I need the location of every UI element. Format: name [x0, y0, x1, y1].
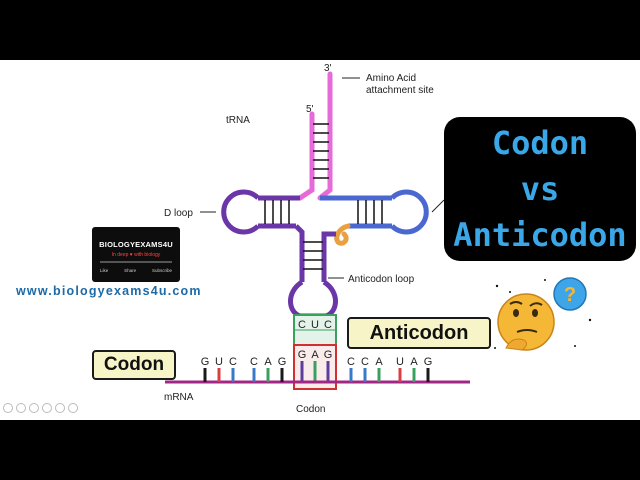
next-slide-icon[interactable]	[16, 403, 26, 413]
t-arm-rungs	[357, 200, 383, 224]
mrna-base: G	[201, 356, 210, 368]
d-arm-rungs	[264, 200, 290, 224]
acceptor-stem-rungs	[313, 123, 329, 179]
logo-links: Like Share Subscribe	[92, 268, 180, 273]
amino-acid-label-line2: attachment site	[366, 85, 434, 96]
thinking-emoji: ?	[494, 277, 592, 351]
anticodon-loop-label: Anticodon loop	[348, 274, 415, 285]
mrna-ticks-right	[349, 368, 430, 382]
d-loop	[221, 189, 260, 235]
anticodon-base: C	[298, 319, 306, 331]
mrna-base: G	[424, 356, 433, 368]
anticodon-label-box: Anticodon	[347, 317, 491, 349]
anticodon-base: U	[311, 319, 319, 331]
codon-pair-ticks	[300, 361, 330, 382]
d-loop-label: D loop	[164, 208, 193, 219]
trna-3prime-strand	[317, 71, 333, 201]
mrna-base: A	[375, 356, 383, 368]
mrna-base: G	[278, 356, 287, 368]
title-line-vs: vs	[520, 170, 560, 208]
mrna-label: mRNA	[164, 392, 194, 403]
codon-base: G	[324, 349, 333, 361]
codon-label-box: Codon	[92, 350, 176, 380]
logo-tagline: In deep ♥ with biology	[111, 252, 161, 258]
website-url: www.biologyexams4u.com	[16, 284, 202, 298]
logo-link-share: Share	[124, 268, 137, 273]
anticodon-arm-left	[294, 224, 305, 282]
five-prime-label: 5'	[306, 104, 314, 115]
t-loop	[390, 189, 429, 235]
trna-diagram: C U C G A G G U	[164, 63, 592, 415]
mrna-base: A	[410, 356, 418, 368]
title-card: Codon vs Anticodon	[444, 117, 636, 261]
question-mark-icon: ?	[564, 284, 576, 306]
slide: C U C G A G G U	[0, 60, 640, 420]
anticodon-arm-rungs	[303, 241, 323, 270]
title-line-anticodon: Anticodon	[453, 216, 627, 254]
mrna-base: U	[215, 356, 223, 368]
mrna-base: U	[396, 356, 404, 368]
anticodon-arm-right	[321, 231, 336, 282]
mrna-base: C	[361, 356, 369, 368]
three-prime-label: 3'	[324, 63, 332, 74]
logo-link-like: Like	[99, 268, 109, 273]
trna-label: tRNA	[226, 115, 250, 126]
variable-loop	[334, 223, 351, 246]
gallery-icon[interactable]	[42, 403, 52, 413]
anticodon-base: C	[324, 319, 332, 331]
channel-logo: BIOLOGYEXAMS4U In deep ♥ with biology Li…	[92, 227, 180, 282]
mrna-base: C	[229, 356, 237, 368]
logo-link-subscribe: Subscribe	[152, 268, 173, 273]
mrna-base: C	[250, 356, 258, 368]
prev-slide-icon[interactable]	[3, 403, 13, 413]
trna-5prime-strand	[297, 111, 315, 201]
zoom-icon[interactable]	[55, 403, 65, 413]
logo-divider	[100, 261, 172, 263]
codon-base: G	[298, 349, 307, 361]
amino-acid-label: Amino Acid	[366, 73, 416, 84]
codon-caption: Codon	[296, 404, 325, 415]
more-options-icon[interactable]	[68, 403, 78, 413]
t-loop-leader	[431, 199, 445, 213]
anticodon-loop	[288, 279, 338, 319]
mrna-base: A	[264, 356, 272, 368]
logo-name: BIOLOGYEXAMS4U	[99, 240, 173, 249]
mrna-ticks-left	[203, 368, 284, 382]
title-line-codon: Codon	[491, 124, 589, 162]
mrna-base: C	[347, 356, 355, 368]
pen-icon[interactable]	[29, 403, 39, 413]
slide-toolbar[interactable]	[3, 403, 78, 413]
codon-base: A	[311, 349, 319, 361]
